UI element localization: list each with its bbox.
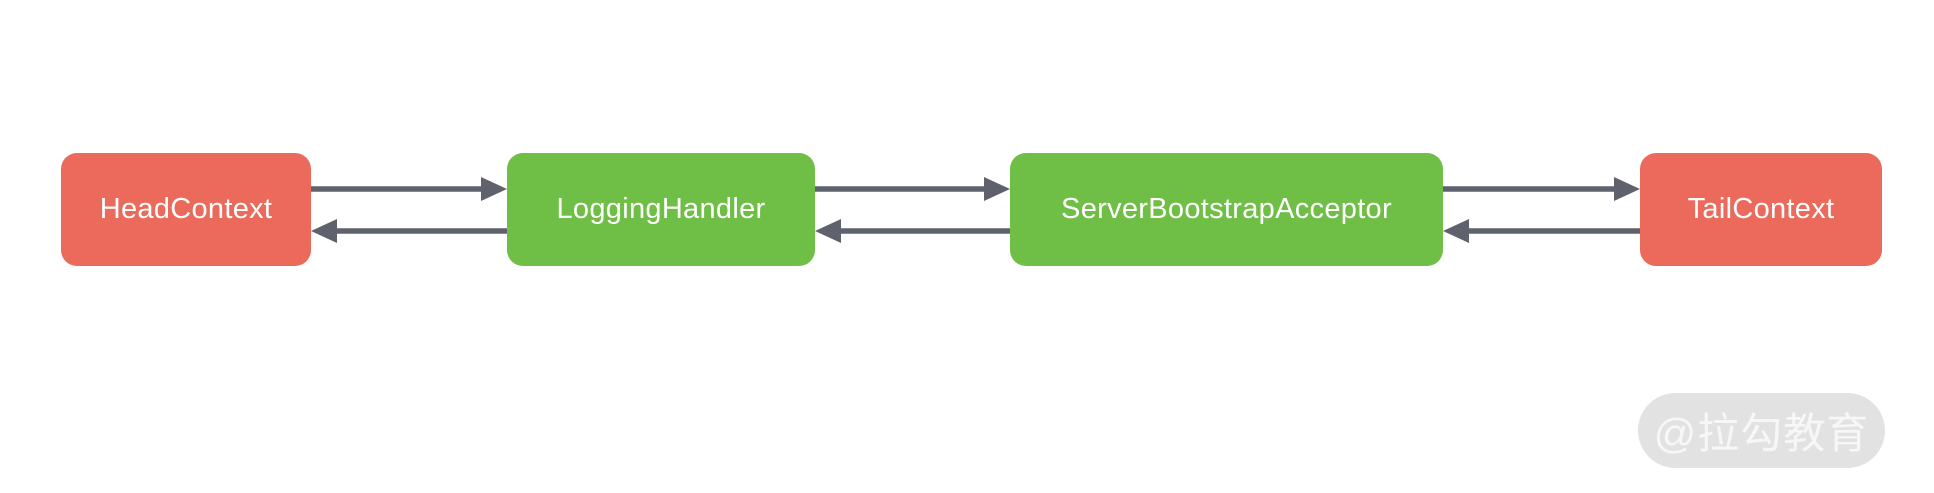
arrow-left-acceptor-to-logging [815,219,1010,243]
arrow-right-logging-to-acceptor [815,177,1010,201]
node-tail-context: TailContext [1640,153,1882,266]
node-tail-context-label: TailContext [1687,193,1835,225]
node-head-context: HeadContext [61,153,311,266]
node-server-bootstrap-acceptor: ServerBootstrapAcceptor [1010,153,1443,266]
watermark-badge: @拉勾教育 [1638,393,1885,468]
arrow-right-acceptor-to-tail [1443,177,1640,201]
arrow-right-head-to-logging [311,177,507,201]
node-head-context-label: HeadContext [99,193,273,225]
watermark-text: @拉勾教育 [1653,410,1870,457]
arrow-left-logging-to-head [311,219,507,243]
node-logging-handler-label: LoggingHandler [556,193,766,225]
arrow-left-tail-to-acceptor [1443,219,1640,243]
node-server-bootstrap-acceptor-label: ServerBootstrapAcceptor [1061,193,1392,225]
node-logging-handler: LoggingHandler [507,153,815,266]
